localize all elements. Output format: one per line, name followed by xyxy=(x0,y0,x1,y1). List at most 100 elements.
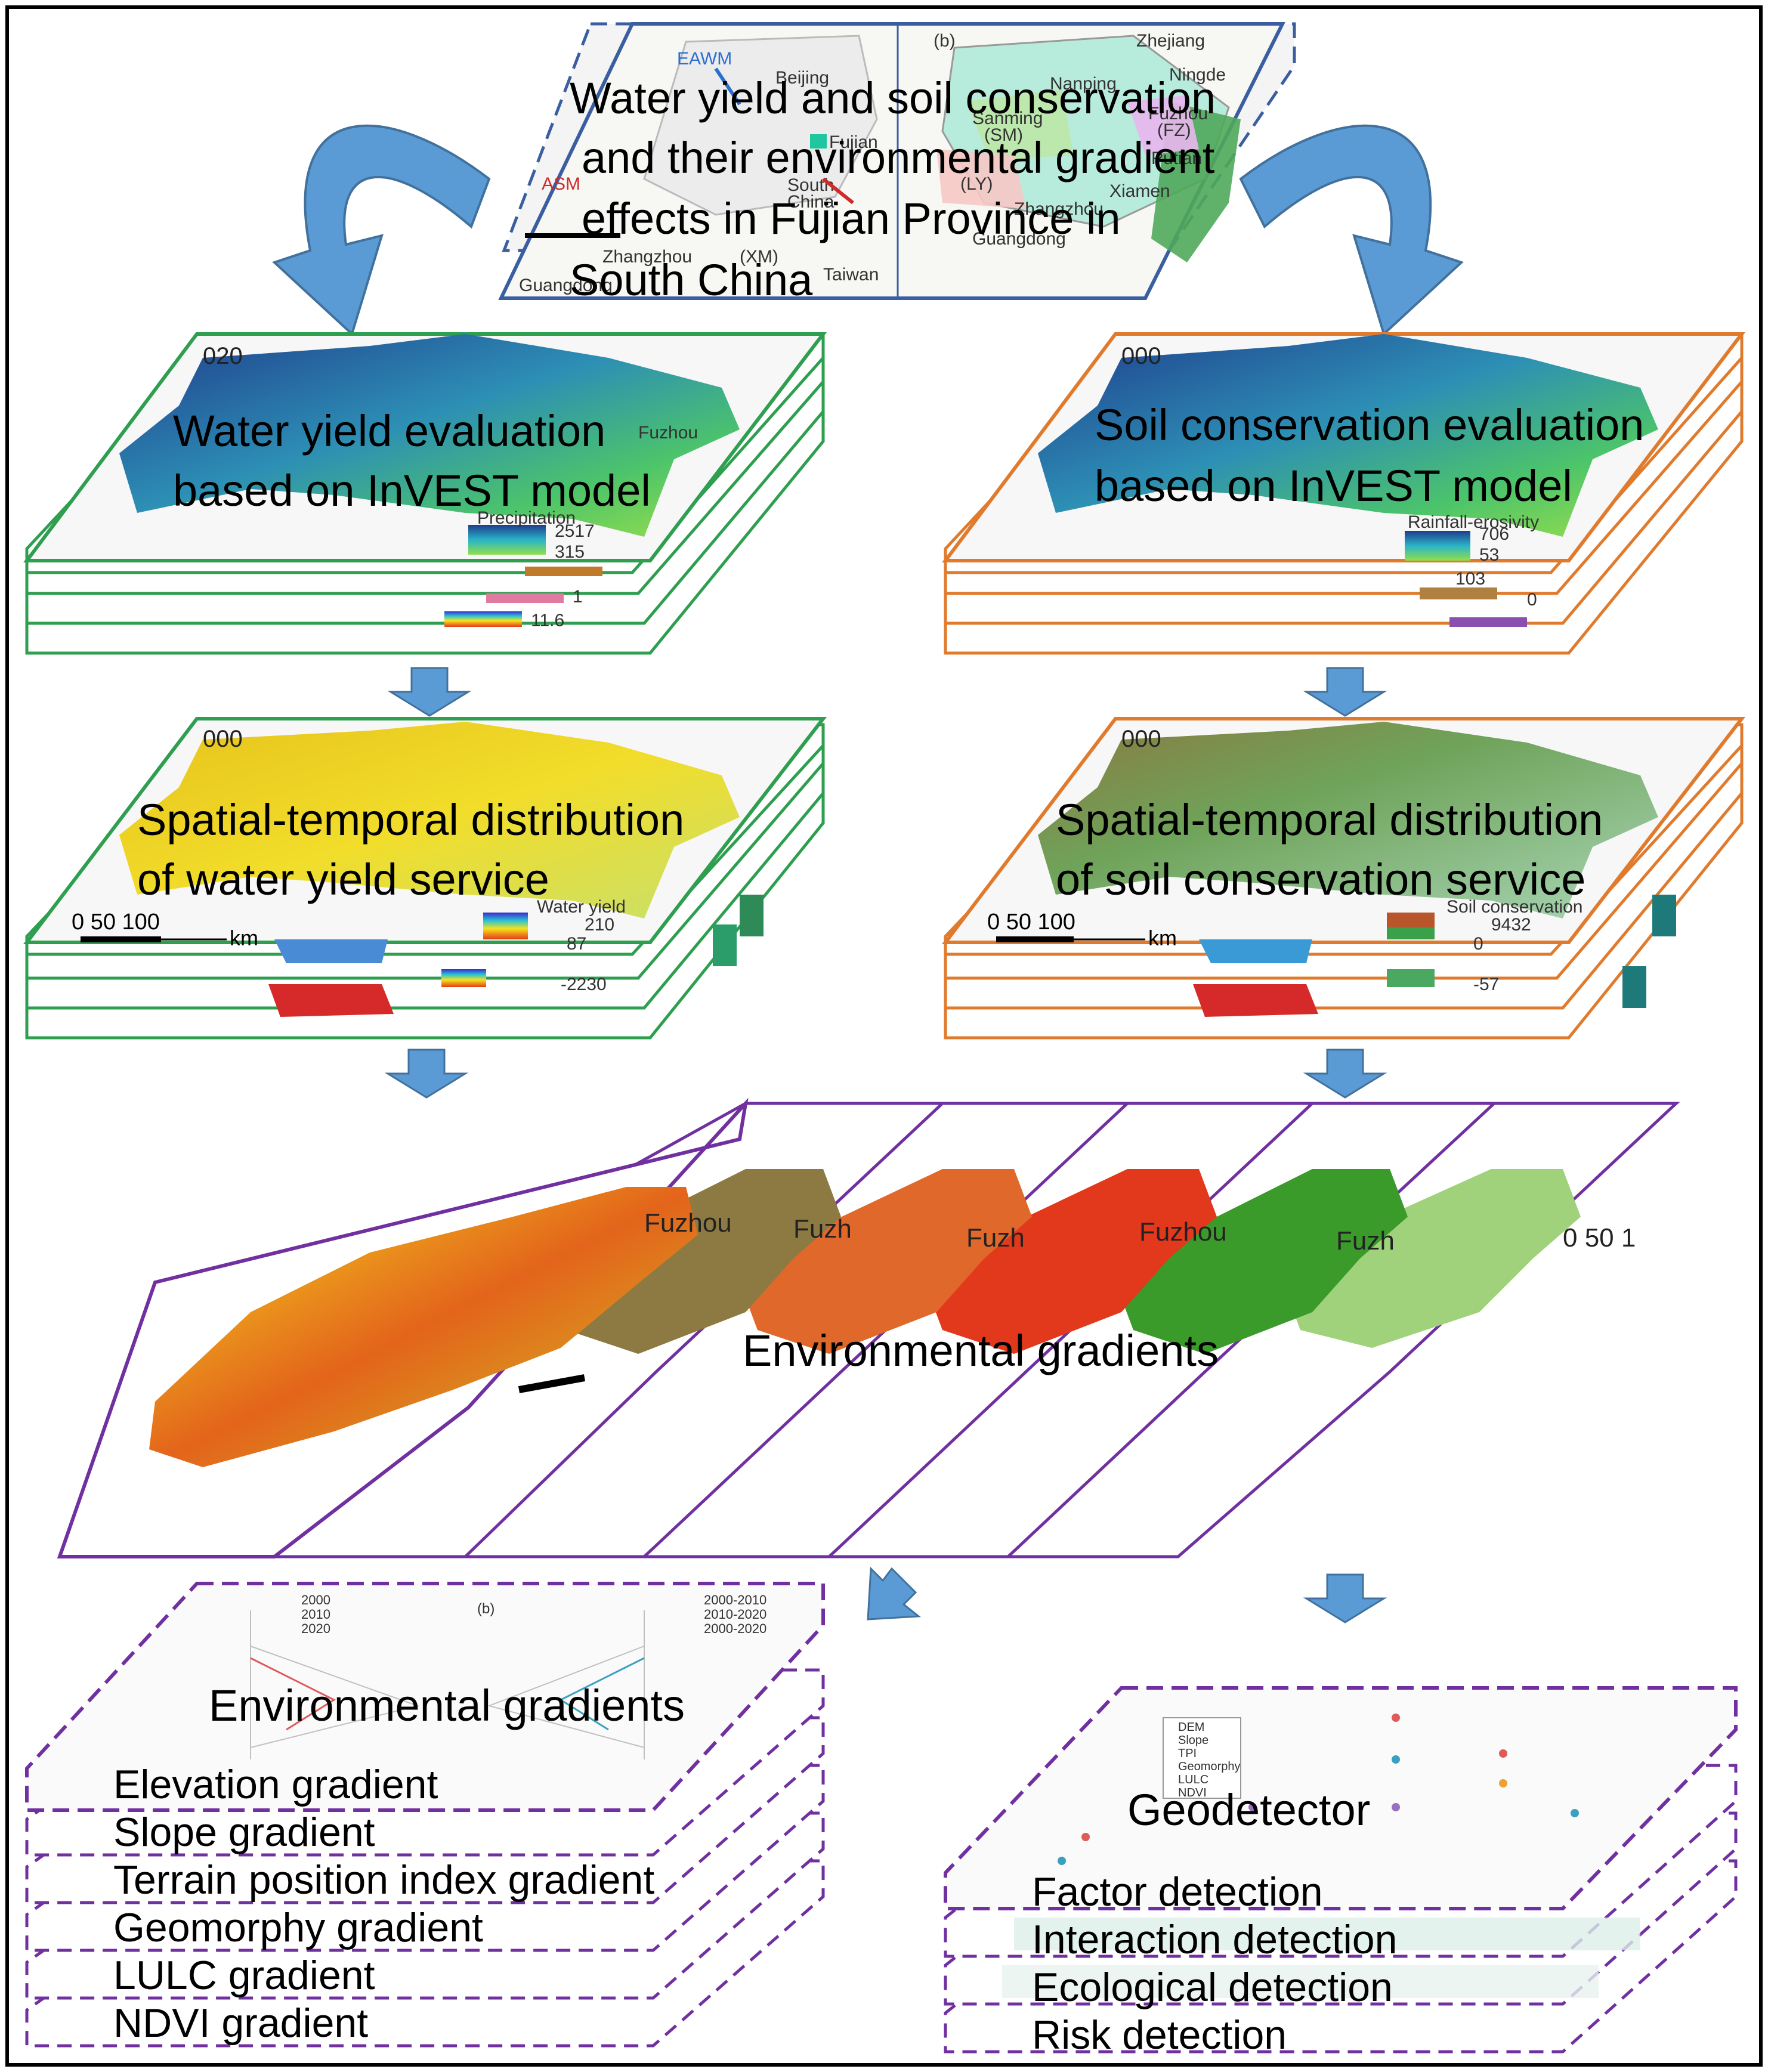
geo-item-3: Ecological detection xyxy=(1032,1965,1393,2010)
grad-chart-b: (b) xyxy=(477,1601,494,1617)
map-label-fz: (FZ) xyxy=(1157,120,1191,140)
fujian-marker xyxy=(810,134,827,149)
map-label-fuzhou: Fuzhou xyxy=(1148,104,1208,123)
wy-eval-map xyxy=(119,334,740,537)
wy-legend-4 xyxy=(444,611,522,627)
down-arrow-geodetector xyxy=(1303,1573,1387,1623)
wy-eval-val-2: 11.6 xyxy=(531,611,564,630)
wy-precip-legend xyxy=(468,525,546,555)
soil-eval-rain-max: 706 xyxy=(1479,524,1509,544)
soil-eval-val-1: 103 xyxy=(1455,569,1485,589)
grad-item-3: Terrain position index gradient xyxy=(113,1857,654,1903)
env-panel-4-city: Fuzhou xyxy=(1139,1217,1227,1247)
curved-arrow-right xyxy=(1239,124,1464,336)
env-panel-1-map xyxy=(149,1187,698,1467)
soil-dist-stack: 000 0 50 100 km Soil conservation 9432 0… xyxy=(941,717,1746,1040)
soil-dist-bar-b xyxy=(1622,966,1646,1008)
map-label-china: China xyxy=(787,192,834,212)
wy-eval-precip-title: Precipitation xyxy=(477,508,576,528)
soil-dist-map xyxy=(1038,722,1658,919)
map-label-south: South xyxy=(787,175,834,195)
grad-legend-2010-2020: 2010-2020 xyxy=(704,1607,766,1622)
env-panel-6-city: 0 50 1 xyxy=(1563,1223,1636,1253)
water-yield-eval-stack: 020 Precipitation 2517 315 1 11.6 Fuzhou… xyxy=(23,332,827,655)
wy-dist-blue-blob xyxy=(274,939,388,963)
down-arrow-wy-1 xyxy=(387,667,472,717)
geo-item-1: Factor detection xyxy=(1032,1869,1323,1915)
down-arrow-wy-2 xyxy=(384,1049,469,1099)
geo-item-2: Interaction detection xyxy=(1032,1917,1397,1962)
wy-dist-line-2: of water yield service xyxy=(137,855,549,904)
wy-dist-max: 210 xyxy=(585,915,614,935)
grad-layer-1 xyxy=(25,1582,825,1812)
soil-eval-line-1: Soil conservation evaluation xyxy=(1095,400,1644,450)
wy-dist-year: 000 xyxy=(203,726,243,752)
grad-legend-2000: 2000 xyxy=(301,1592,330,1607)
map-label-ningde: Ningde xyxy=(1169,65,1226,85)
env-panel-5-city: Fuzh xyxy=(1336,1226,1395,1255)
map-label-b: (b) xyxy=(934,31,956,51)
soil-dist-mid: 0 xyxy=(1473,934,1483,954)
soil-eval-map xyxy=(1038,334,1658,537)
geo-legend-lulc: LULC xyxy=(1178,1773,1208,1786)
geo-legend-ndvi: NDVI xyxy=(1178,1786,1207,1799)
down-arrow-soil-2 xyxy=(1303,1049,1387,1099)
soil-legend-3 xyxy=(1449,617,1527,627)
soil-eval-val-2: 0 xyxy=(1527,590,1537,610)
map-label-xiamen: Xiamen xyxy=(1109,181,1170,201)
soil-dist-min: -57 xyxy=(1473,975,1499,994)
wy-eval-line-2: based on InVEST model xyxy=(173,466,651,515)
wy-dist-mid: 87 xyxy=(567,934,586,954)
grad-item-2: Slope gradient xyxy=(113,1810,375,1855)
env-panel-3-city: Fuzh xyxy=(966,1223,1025,1253)
wy-dist-legend-title: Water yield xyxy=(537,897,626,917)
map-label-sanming: Sanming xyxy=(972,109,1043,128)
grad-legend-2010: 2010 xyxy=(301,1607,330,1622)
soil-eval-year: 000 xyxy=(1121,343,1161,369)
grad-legend-2000-2010: 2000-2010 xyxy=(704,1592,766,1607)
title-line-3: effects in Fujian Province in xyxy=(582,194,1121,243)
soil-eval-stack: 000 Rainfall-erosivity 706 53 103 0 Soil… xyxy=(942,332,1746,655)
soil-dist-legend-title: Soil conservation xyxy=(1446,897,1582,917)
geo-title: Geodetector xyxy=(1127,1785,1370,1835)
soil-dist-scale-text: 0 50 100 xyxy=(987,910,1075,935)
grad-radar-lines xyxy=(250,1610,645,1759)
geo-legend-box xyxy=(1163,1717,1241,1799)
diag-arrow-left xyxy=(867,1566,921,1621)
map-label-guangdong-left: Guangdong xyxy=(519,276,613,295)
soil-dist-line-2: of soil conservation service xyxy=(1056,855,1585,904)
wy-eval-precip-min: 315 xyxy=(555,542,585,562)
geo-legend-geomorphy: Geomorphy xyxy=(1178,1760,1241,1773)
grad-radar-red xyxy=(250,1657,336,1731)
map-label-zhejiang: Zhejiang xyxy=(1136,31,1205,51)
wy-dist-scale-text: 0 50 100 xyxy=(72,910,160,935)
map-label-guangdong-right: Guangdong xyxy=(972,229,1066,249)
wy-dist-bar-b xyxy=(713,924,737,966)
soil-eval-rain-min: 53 xyxy=(1479,545,1499,565)
title-map-sm xyxy=(966,89,1074,161)
wy-dist-bar-a xyxy=(740,895,764,936)
geo-layer-1 xyxy=(944,1686,1738,1910)
env-panel-2-city: Fuzh xyxy=(793,1214,852,1244)
wy-eval-val-1: 1 xyxy=(573,587,583,607)
env-panel-4-map xyxy=(925,1169,1217,1354)
eawm-arrow xyxy=(714,67,741,106)
title-line-2: and their environmental gradient xyxy=(582,133,1215,183)
wy-dist-legend-2 xyxy=(441,969,486,987)
map-label-ly: (LY) xyxy=(960,174,993,194)
map-label-zhangzhou-right: Zhangzhou xyxy=(1014,199,1104,219)
map-label-nanping: Nanping xyxy=(1050,74,1117,94)
env-gradients-label: Environmental gradients xyxy=(743,1326,1219,1375)
map-label-zhangzhou-left: Zhangzhou xyxy=(602,247,692,267)
grad-item-1: Elevation gradient xyxy=(113,1762,438,1807)
wy-dist-red-blob xyxy=(268,984,394,1017)
title-line-1: Water yield and soil conservation xyxy=(570,73,1216,123)
grad-title: Environmental gradients xyxy=(209,1681,685,1730)
gradients-list-stack: 2000 2010 2020 2000-2010 2010-2020 2000-… xyxy=(25,1582,825,2048)
title-map-ly xyxy=(936,149,1026,209)
wy-legend-3 xyxy=(486,593,564,603)
soil-dist-red-blob xyxy=(1193,984,1318,1017)
env-panel-2-map xyxy=(549,1169,841,1354)
grad-item-4: Geomorphy gradient xyxy=(113,1905,483,1950)
env-panel-1-scalebar xyxy=(518,1374,586,1393)
